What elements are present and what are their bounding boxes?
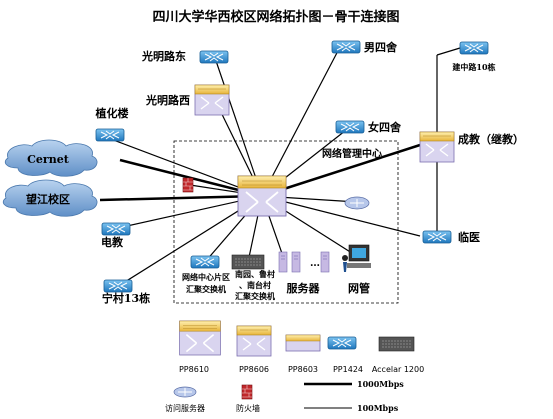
servers-ellipsis: … (310, 258, 320, 269)
agg2-label-line1: 南园、鲁村 (235, 269, 275, 279)
link-jianzhonglu (436, 47, 461, 56)
label-jianzhonglu: 建中路10栋 (451, 62, 495, 72)
switch-guangminglu-dong (199, 50, 229, 64)
legend-firewall-icon (241, 384, 253, 400)
diagram-title: 四川大学华西校区网络拓扑图－骨干连接图 (152, 9, 399, 25)
switch-ningcun (103, 279, 133, 293)
agg1-label-line2: 汇聚交换机 (186, 284, 226, 294)
label-nmc: 网络管理中心 (322, 147, 382, 160)
chassis-guangminglu-xi (194, 84, 230, 116)
label-chengjiao: 成教（继教） (458, 132, 524, 146)
legend-label-access-server: 访问服务器 (165, 403, 205, 413)
server-tower-1 (278, 251, 288, 273)
label-linyi: 临医 (458, 230, 480, 244)
link-zhihualou (99, 134, 263, 197)
link-wangjiang (99, 194, 263, 202)
switch-jianzhonglu (459, 41, 489, 55)
label-zhihualou: 植化楼 (95, 106, 129, 120)
switch-nvsisha (335, 120, 365, 134)
legend-label-pp8606: PP8606 (239, 365, 269, 374)
wanguan-label: 网管 (348, 281, 370, 295)
legend-label-firewall: 防火墙 (236, 403, 260, 413)
legend: PP8610 PP8606 PP8603 PP1424 Accelar 1200… (165, 320, 424, 413)
label-guangminglu-xi: 光明路西 (145, 93, 190, 107)
switch-nansisha (331, 40, 361, 54)
nmc-region (173, 140, 399, 304)
agg2-label-line2: 、南台村 (239, 280, 271, 290)
wangjiang-label: 望江校区 (26, 192, 70, 206)
link-chengjiao (261, 143, 421, 198)
switch-linyi (422, 230, 452, 244)
links (99, 46, 461, 286)
legend-label-pp8610: PP8610 (179, 365, 209, 374)
label-ningcun: 宁村13栋 (102, 291, 150, 305)
cloud-cernet: Cernet (4, 139, 98, 177)
server-tower-3 (320, 251, 330, 273)
legend-label-1000: 1000Mbps (357, 379, 404, 389)
agg2-label-line3: 汇聚交换机 (235, 291, 275, 301)
legend-access-server-icon (173, 386, 197, 398)
cernet-label: Cernet (27, 153, 70, 166)
link-linyi (261, 195, 421, 237)
cloud-wangjiang: 望江校区 (2, 179, 98, 217)
label-nansisha: 男四舍 (364, 40, 398, 54)
core-switch-pp8610 (237, 175, 287, 217)
label-dianjiao: 电教 (101, 235, 124, 249)
servers-label: 服务器 (287, 281, 321, 295)
link-nansisha (261, 46, 341, 197)
switch-agg1 (190, 255, 220, 269)
legend-label-100: 100Mbps (357, 403, 399, 413)
legend-pp8606-icon (236, 325, 272, 357)
legend-pp1424-icon (327, 336, 357, 350)
legend-label-pp8603: PP8603 (288, 365, 318, 374)
legend-pp8610-icon (178, 320, 222, 356)
nms-workstation-icon: 网管 (342, 244, 371, 295)
servers-group: … 服务器 (278, 251, 330, 295)
link-guangminglu-dong (213, 54, 263, 197)
chassis-chengjiao (419, 131, 455, 163)
legend-label-pp1424: PP1424 (333, 365, 363, 374)
access-server-icon (344, 196, 370, 210)
legend-label-accelar: Accelar 1200 (372, 365, 424, 374)
agg1-label-line1: 网络中心片区 (182, 272, 230, 282)
switch-zhihualou (95, 128, 125, 142)
server-tower-2 (291, 251, 301, 273)
firewall-icon (182, 177, 194, 193)
legend-pp8603-icon (285, 334, 321, 352)
label-guangminglu-dong: 光明路东 (141, 49, 186, 63)
switch-dianjiao (101, 222, 131, 236)
accelar-agg2-icon (231, 254, 265, 270)
label-nvsisha: 女四舍 (368, 120, 402, 134)
legend-accelar-icon (378, 336, 415, 352)
